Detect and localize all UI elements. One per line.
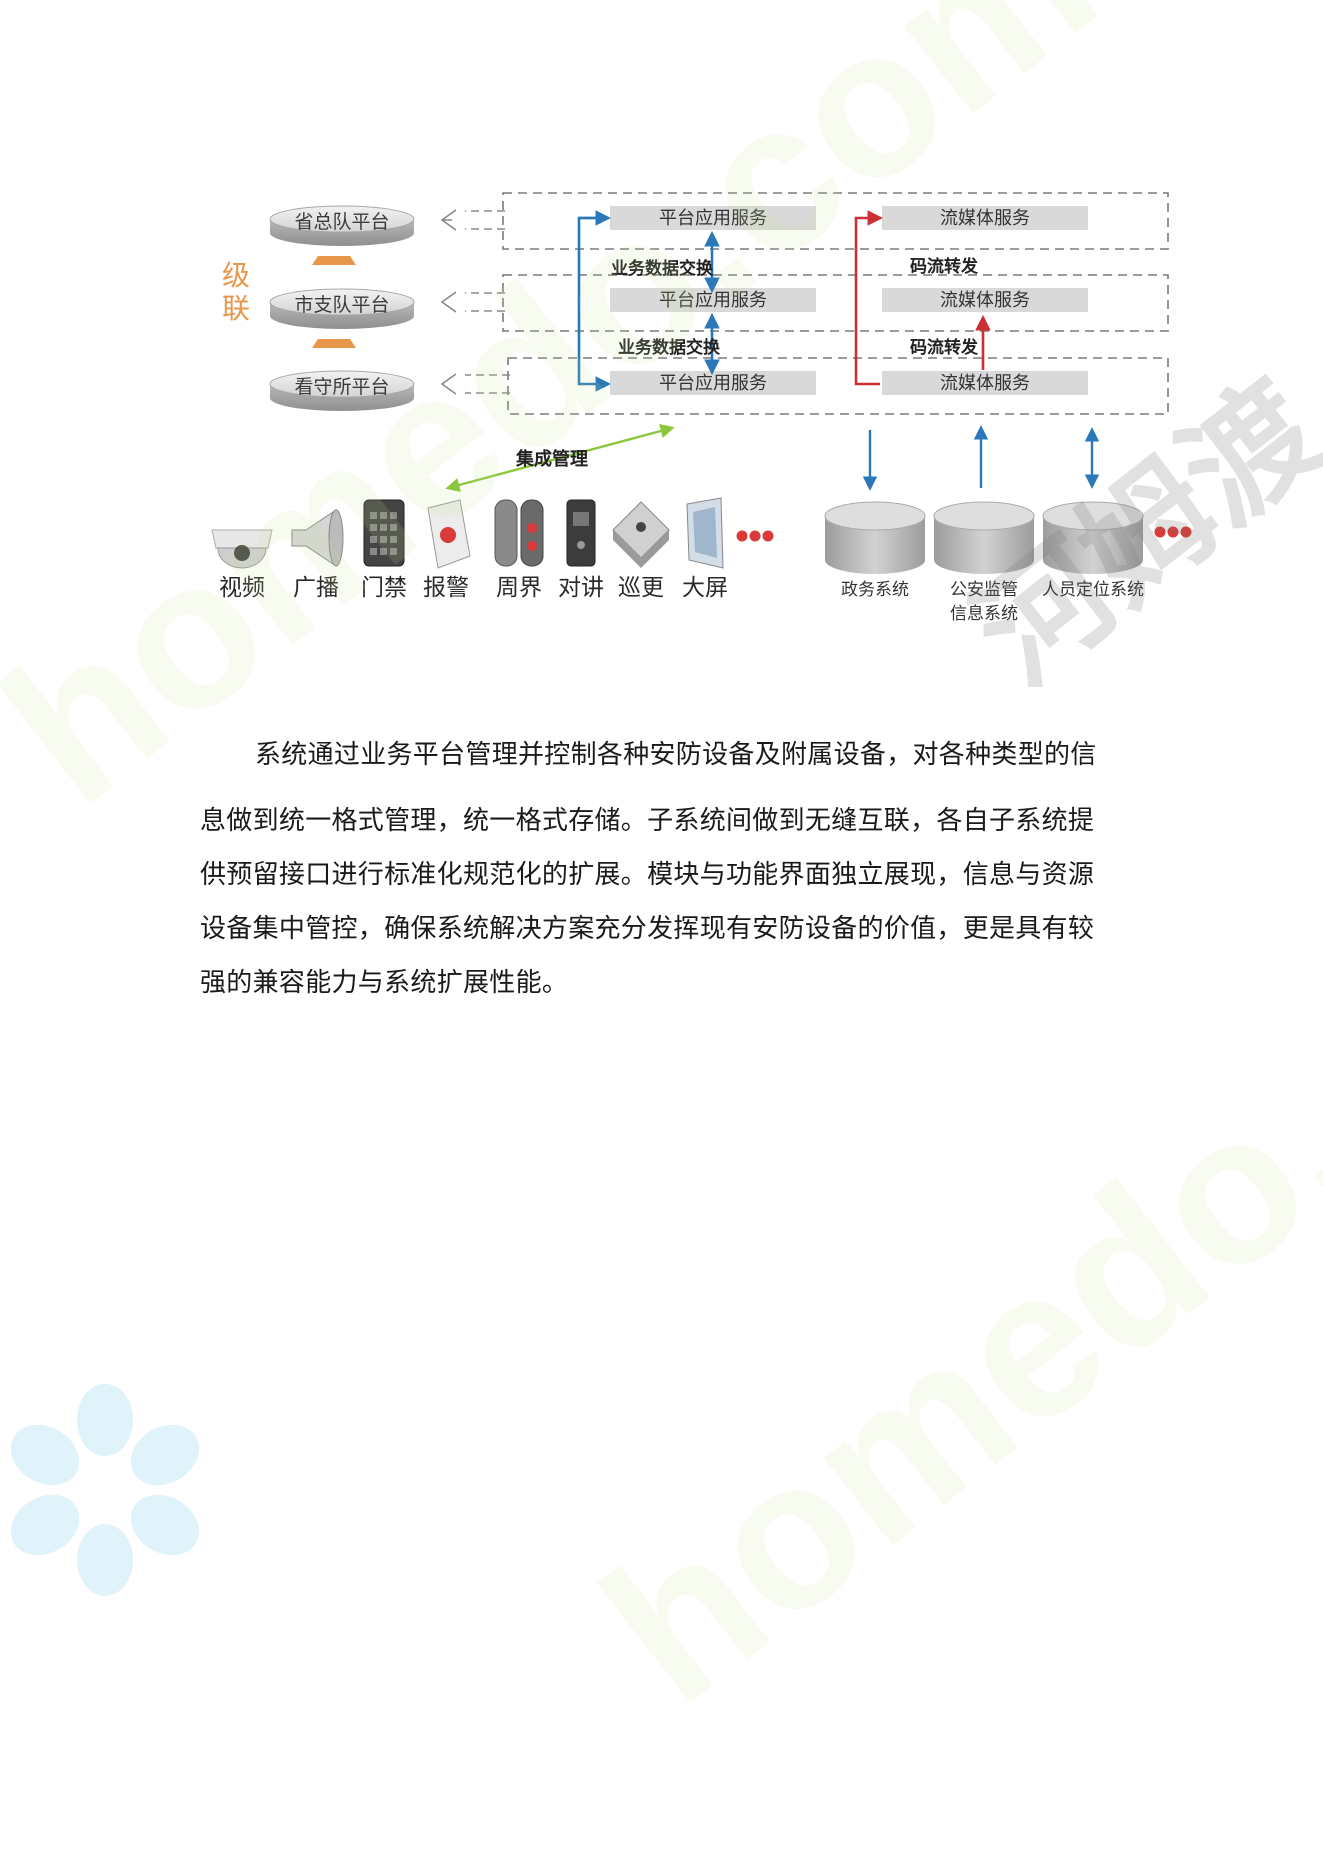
external-system-cylinder-2 [933, 501, 1035, 574]
big-screen-icon [686, 497, 724, 569]
paragraph-line-2: 息做到统一格式管理，统一格式存储。子系统间做到无缝互联，各自子系统提 [200, 806, 1095, 836]
integration-arrow [445, 424, 675, 492]
paragraph-line-1: 系统通过业务平台管理并控制各种安防设备及附属设备，对各种类型的信 [255, 740, 1097, 770]
blue-bracket [577, 216, 612, 392]
device-label-3: 门禁 [361, 575, 407, 601]
cascade-link-1 [465, 210, 505, 230]
external-system-cylinder-3 [1042, 501, 1144, 574]
cascade-arrowhead-3 [440, 373, 457, 395]
device-label-5: 周界 [496, 575, 542, 601]
app-service-label-3: 平台应用服务 [659, 373, 767, 394]
cascade-connector-2 [312, 339, 356, 348]
level-box-1 [502, 192, 1169, 250]
red-bracket [854, 210, 884, 386]
external-system-label-2-line-1: 公安监管 [950, 580, 1018, 600]
external-system-label-2-line-2: 信息系统 [950, 604, 1018, 624]
level-box-2 [502, 274, 1169, 332]
media-service-label-3: 流媒体服务 [940, 373, 1030, 394]
media-service-bar-3 [882, 371, 1088, 395]
watermark-flower-icon [10, 1384, 200, 1596]
perimeter-icon [494, 499, 544, 567]
cascade-label-char-2: 联 [222, 292, 250, 325]
device-label-8: 大屏 [682, 575, 728, 601]
app-service-bar-1 [610, 206, 816, 230]
cascade-label-char-1: 级 [222, 259, 250, 292]
stream-forward-label-1: 码流转发 [910, 256, 979, 277]
external-system-label-3: 人员定位系统 [1042, 580, 1144, 600]
architecture-diagram: 省总队平台市支队平台看守所平台 级 联 平台应用服务流媒体服务平台应用服务流媒体… [211, 192, 1192, 624]
platform-disk-1: 省总队平台 [269, 205, 415, 246]
patrol-icon [612, 501, 670, 568]
intercom-icon [566, 499, 596, 567]
device-label-7: 巡更 [618, 575, 664, 601]
stream-forward-label-2: 码流转发 [910, 337, 979, 358]
platform-label-1: 省总队平台 [294, 211, 389, 233]
media-service-label-2: 流媒体服务 [940, 290, 1030, 311]
platform-label-2: 市支队平台 [294, 294, 389, 316]
camera-icon [211, 529, 273, 569]
cascade-link-2 [465, 292, 505, 312]
external-ellipsis [1154, 526, 1192, 538]
data-exchange-label-2: 业务数据交换 [618, 337, 721, 358]
access-control-icon [363, 499, 405, 567]
platform-label-3: 看守所平台 [294, 376, 389, 398]
paragraph-line-5: 强的兼容能力与系统扩展性能。 [200, 968, 569, 998]
external-system-label-1: 政务系统 [841, 580, 909, 600]
cascade-arrowhead-2 [440, 291, 457, 313]
integration-label: 集成管理 [515, 448, 588, 470]
level-box-3 [507, 357, 1169, 415]
external-system-cylinder-1 [824, 501, 926, 574]
platform-disk-2: 市支队平台 [269, 288, 415, 329]
speaker-icon [291, 509, 344, 567]
media-service-bar-2 [882, 288, 1088, 312]
device-label-6: 对讲 [558, 575, 604, 601]
paragraph-line-3: 供预留接口进行标准化规范化的扩展。模块与功能界面独立展现，信息与资源 [200, 860, 1095, 890]
platform-disk-3: 看守所平台 [269, 370, 415, 411]
device-label-4: 报警 [423, 575, 469, 601]
media-service-bar-1 [882, 206, 1088, 230]
cascade-arrowhead-1 [440, 209, 457, 231]
device-ellipsis [736, 530, 774, 542]
app-service-label-1: 平台应用服务 [659, 208, 767, 229]
cascade-connector-1 [312, 256, 356, 265]
data-exchange-label-1: 业务数据交换 [611, 258, 714, 279]
device-label-2: 广播 [293, 575, 339, 601]
media-service-label-1: 流媒体服务 [940, 208, 1030, 229]
alarm-icon [427, 499, 471, 569]
cascade-link-3 [465, 374, 510, 394]
app-service-label-2: 平台应用服务 [659, 290, 767, 311]
paragraph-line-4: 设备集中管控，确保系统解决方案充分发挥现有安防设备的价值，更是具有较 [200, 914, 1095, 944]
device-label-1: 视频 [219, 575, 265, 601]
